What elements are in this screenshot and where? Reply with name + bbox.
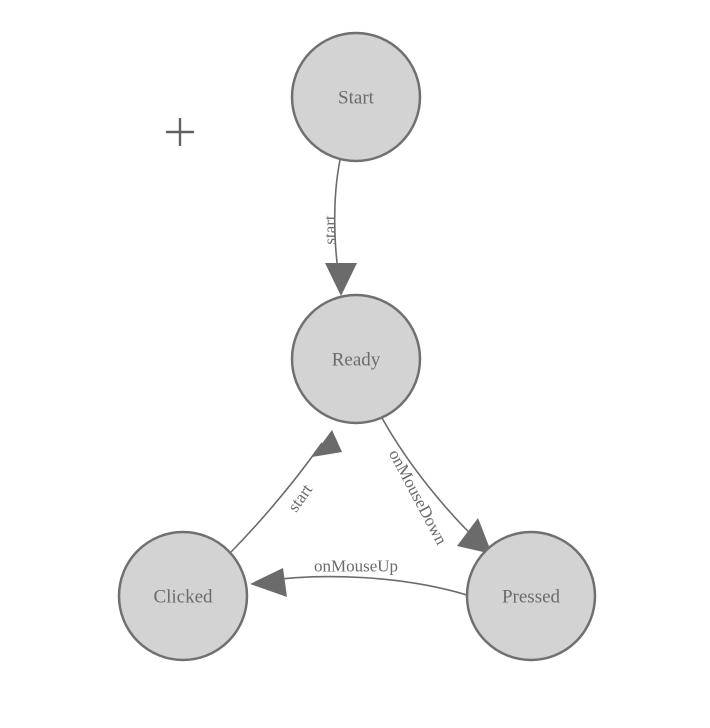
- node-clicked[interactable]: Clicked: [117, 530, 249, 662]
- node-clicked-circle[interactable]: [117, 530, 249, 662]
- node-ready-circle[interactable]: [290, 293, 422, 425]
- node-pressed[interactable]: Pressed: [465, 530, 597, 662]
- node-start[interactable]: Start: [290, 31, 422, 163]
- edge-label-pressed-to-clicked: onMouseUp: [314, 557, 398, 576]
- node-pressed-circle[interactable]: [465, 530, 597, 662]
- node-clicked-label: Clicked: [153, 587, 213, 608]
- node-pressed-label: Pressed: [502, 587, 561, 608]
- edge-pressed-to-clicked-path: [263, 575, 468, 596]
- edge-clicked-to-ready-arrowhead: [312, 430, 342, 457]
- edge-label-clicked-to-ready: start: [284, 480, 317, 515]
- edge-start-to-ready-arrowhead: [325, 263, 357, 296]
- node-ready-label: Ready: [332, 350, 381, 371]
- node-ready[interactable]: Ready: [290, 293, 422, 425]
- edge-start-to-ready[interactable]: start: [321, 159, 358, 296]
- node-start-label: Start: [338, 88, 375, 109]
- edge-label-ready-to-pressed: onMouseDown: [385, 446, 451, 548]
- edge-ready-to-pressed[interactable]: onMouseDown: [381, 417, 492, 554]
- edge-clicked-to-ready-path: [230, 442, 323, 553]
- edge-pressed-to-clicked[interactable]: onMouseUp: [250, 557, 468, 598]
- edge-clicked-to-ready[interactable]: start: [230, 430, 342, 553]
- edge-pressed-to-clicked-arrowhead: [250, 568, 287, 597]
- crosshair-icon: [166, 118, 194, 146]
- edge-label-start-to-ready: start: [321, 215, 340, 245]
- edge-ready-to-pressed-arrowhead: [457, 518, 492, 554]
- node-start-circle[interactable]: [290, 31, 422, 163]
